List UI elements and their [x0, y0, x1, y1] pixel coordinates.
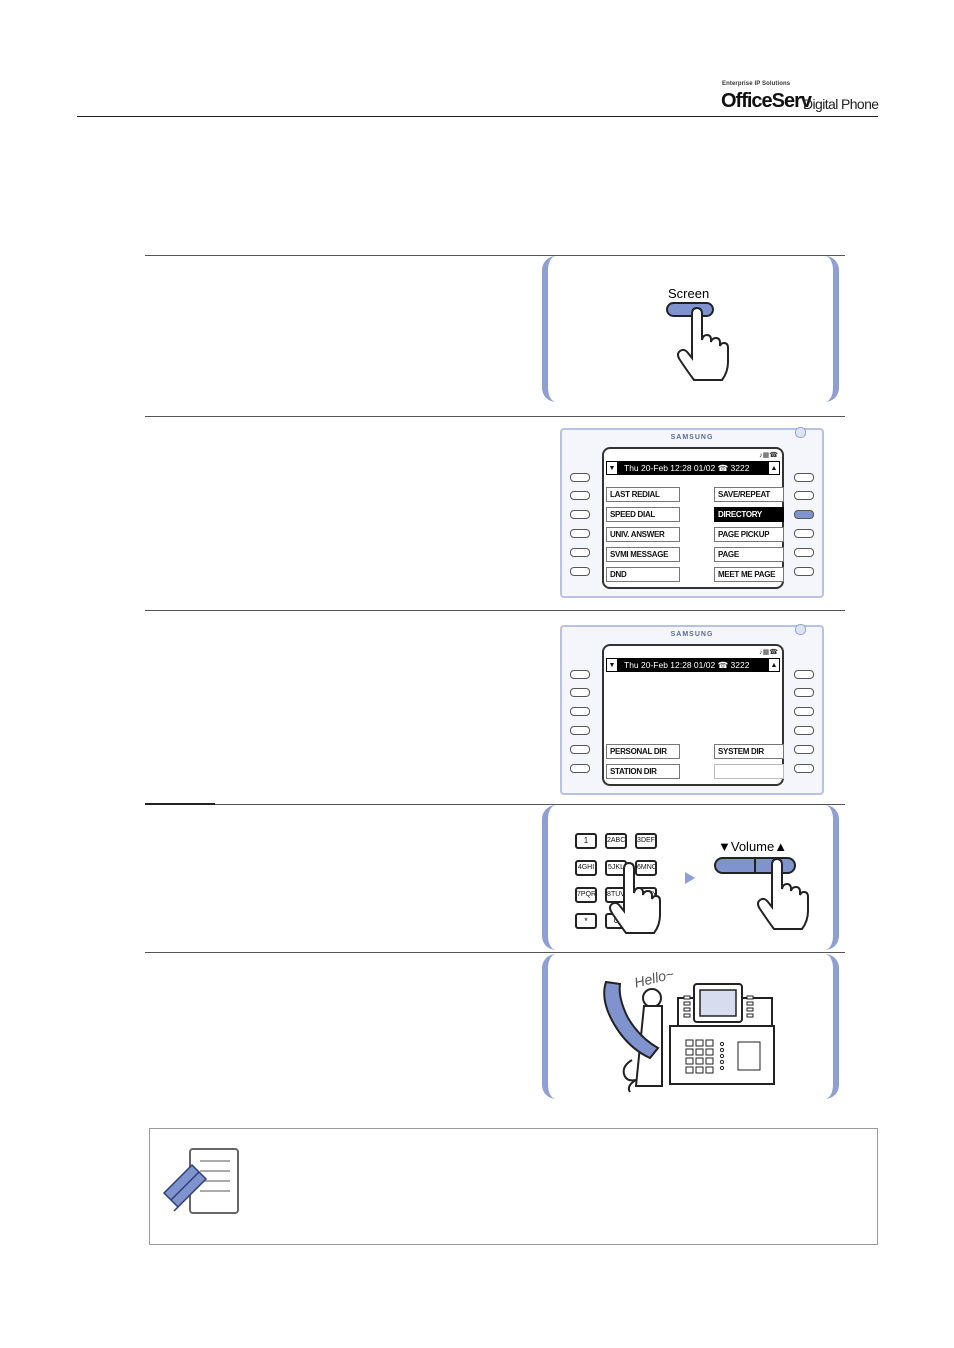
menu-item-meet-me-page[interactable]: MEET ME PAGE — [714, 567, 784, 582]
soft-key-right-3[interactable] — [794, 707, 814, 716]
keypad-key-star[interactable]: * — [575, 913, 597, 929]
lcd-date-time: Thu 20-Feb 12:28 01/02 ☎ 3222 — [618, 461, 768, 475]
scroll-up-icon[interactable]: ▲ — [768, 658, 780, 672]
soft-key-right-4[interactable] — [794, 529, 814, 538]
led-indicator — [795, 427, 806, 438]
note-icon — [162, 1148, 239, 1214]
scroll-down-icon[interactable]: ▼ — [606, 658, 618, 672]
soft-key-right-1[interactable] — [794, 670, 814, 679]
menu-item-dnd[interactable]: DND — [606, 567, 680, 582]
soft-key-left-1[interactable] — [570, 473, 590, 482]
soft-key-left-6[interactable] — [570, 567, 590, 576]
soft-key-left-3[interactable] — [570, 707, 590, 716]
arrow-right-icon — [685, 872, 695, 884]
step1-illustration: Screen — [542, 256, 839, 402]
lcd-date-time: Thu 20-Feb 12:28 01/02 ☎ 3222 — [618, 658, 768, 672]
step-divider — [145, 610, 845, 611]
pointing-hand-icon — [609, 861, 661, 934]
soft-key-right-4[interactable] — [794, 726, 814, 735]
lcd-screen: ♪▦☎ ▼ Thu 20-Feb 12:28 01/02 ☎ 3222 ▲ LA… — [602, 447, 784, 589]
keypad-key-6[interactable]: 6MNO — [635, 860, 657, 876]
menu-item-last-redial[interactable]: LAST REDIAL — [606, 487, 680, 502]
pointing-hand-icon — [757, 857, 809, 930]
lcd-status-icons: ♪▦☎ — [759, 649, 778, 656]
menu-item-save-repeat[interactable]: SAVE/REPEAT — [714, 487, 784, 502]
volume-button-divider — [754, 859, 756, 872]
step4-illustration: 1 2ABC 3DEF 4GHI 5JKL 6MNO 7PQRS 8TUV 9W… — [542, 805, 839, 950]
soft-key-left-5[interactable] — [570, 745, 590, 754]
desk-phone-icon — [603, 980, 775, 1093]
keypad-key-1[interactable]: 1 — [575, 833, 597, 849]
menu-item-page-pickup[interactable]: PAGE PICKUP — [714, 527, 784, 542]
soft-key-left-1[interactable] — [570, 670, 590, 679]
soft-key-left-6[interactable] — [570, 764, 590, 773]
soft-key-right-5[interactable] — [794, 548, 814, 557]
lcd-status-bar: ▼ Thu 20-Feb 12:28 01/02 ☎ 3222 ▲ — [606, 461, 780, 475]
scroll-down-icon[interactable]: ▼ — [606, 461, 618, 475]
menu-item-univ-answer[interactable]: UNIV. ANSWER — [606, 527, 680, 542]
phone-display-main-menu: SAMSUNG ♪▦☎ ▼ Thu 20-Feb 12:28 01/02 ☎ 3… — [560, 427, 824, 598]
soft-key-left-2[interactable] — [570, 491, 590, 500]
soft-key-right-2[interactable] — [794, 688, 814, 697]
soft-key-left-3[interactable] — [570, 510, 590, 519]
soft-key-right-6[interactable] — [794, 567, 814, 576]
pointing-hand-icon — [677, 306, 729, 381]
soft-key-right-2[interactable] — [794, 491, 814, 500]
brand-name: OfficeServ — [721, 90, 812, 112]
step-divider — [145, 416, 845, 417]
lcd-screen: ♪▦☎ ▼ Thu 20-Feb 12:28 01/02 ☎ 3222 ▲ PE… — [602, 644, 784, 786]
keypad-key-3[interactable]: 3DEF — [635, 833, 657, 849]
soft-key-left-2[interactable] — [570, 688, 590, 697]
menu-item-system-dir[interactable]: SYSTEM DIR — [714, 744, 784, 759]
menu-item-svmi-message[interactable]: SVMI MESSAGE — [606, 547, 680, 562]
soft-key-directory[interactable] — [794, 510, 814, 519]
scroll-up-icon[interactable]: ▲ — [768, 461, 780, 475]
soft-key-left-4[interactable] — [570, 529, 590, 538]
menu-item-station-dir[interactable]: STATION DIR — [606, 764, 680, 779]
step-divider-accent — [145, 803, 215, 805]
soft-key-right-1[interactable] — [794, 473, 814, 482]
lcd-status-icons: ♪▦☎ — [759, 452, 778, 459]
soft-key-right-5[interactable] — [794, 745, 814, 754]
menu-item-page[interactable]: PAGE — [714, 547, 784, 562]
soft-key-left-4[interactable] — [570, 726, 590, 735]
menu-item-personal-dir[interactable]: PERSONAL DIR — [606, 744, 680, 759]
keypad-key-2[interactable]: 2ABC — [605, 833, 627, 849]
step-divider — [145, 255, 845, 256]
keypad-key-7[interactable]: 7PQRS — [575, 887, 597, 903]
brand-product: Digital Phone — [803, 96, 879, 112]
note-box — [149, 1128, 878, 1245]
screen-button-label: Screen — [668, 286, 710, 301]
led-indicator — [795, 624, 806, 635]
step-divider — [145, 952, 845, 953]
lcd-status-bar: ▼ Thu 20-Feb 12:28 01/02 ☎ 3222 ▲ — [606, 658, 780, 672]
samsung-logo: SAMSUNG — [670, 434, 714, 441]
menu-item-directory[interactable]: DIRECTORY — [714, 507, 784, 522]
phone-display-directory: SAMSUNG ♪▦☎ ▼ Thu 20-Feb 12:28 01/02 ☎ 3… — [560, 624, 824, 795]
menu-item-speed-dial[interactable]: SPEED DIAL — [606, 507, 680, 522]
step5-illustration: Hello~ — [542, 954, 839, 1099]
volume-label: ▼Volume▲ — [718, 839, 788, 854]
soft-key-left-5[interactable] — [570, 548, 590, 557]
step-divider — [145, 804, 845, 805]
header-rule — [77, 116, 878, 117]
menu-item-empty[interactable] — [714, 764, 784, 779]
keypad-key-4[interactable]: 4GHI — [575, 860, 597, 876]
samsung-logo: SAMSUNG — [670, 631, 714, 638]
soft-key-right-6[interactable] — [794, 764, 814, 773]
brand-tagline: Enterprise IP Solutions — [722, 81, 791, 87]
